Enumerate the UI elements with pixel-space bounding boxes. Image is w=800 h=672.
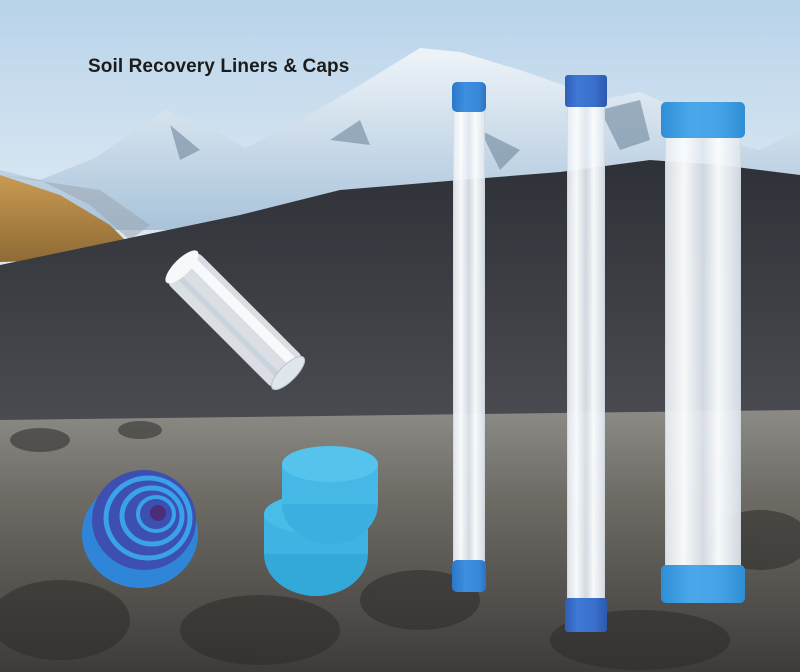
top-cap bbox=[661, 102, 745, 138]
angled-short-liner bbox=[165, 250, 306, 391]
nested-end-caps bbox=[82, 470, 198, 588]
bottom-cap bbox=[661, 565, 745, 603]
stacked-end-caps bbox=[264, 446, 378, 596]
top-cap bbox=[452, 82, 486, 112]
bottom-cap bbox=[565, 598, 607, 632]
page-title: Soil Recovery Liners & Caps bbox=[88, 56, 350, 77]
top-cap bbox=[565, 75, 607, 107]
bottom-cap bbox=[452, 560, 486, 592]
